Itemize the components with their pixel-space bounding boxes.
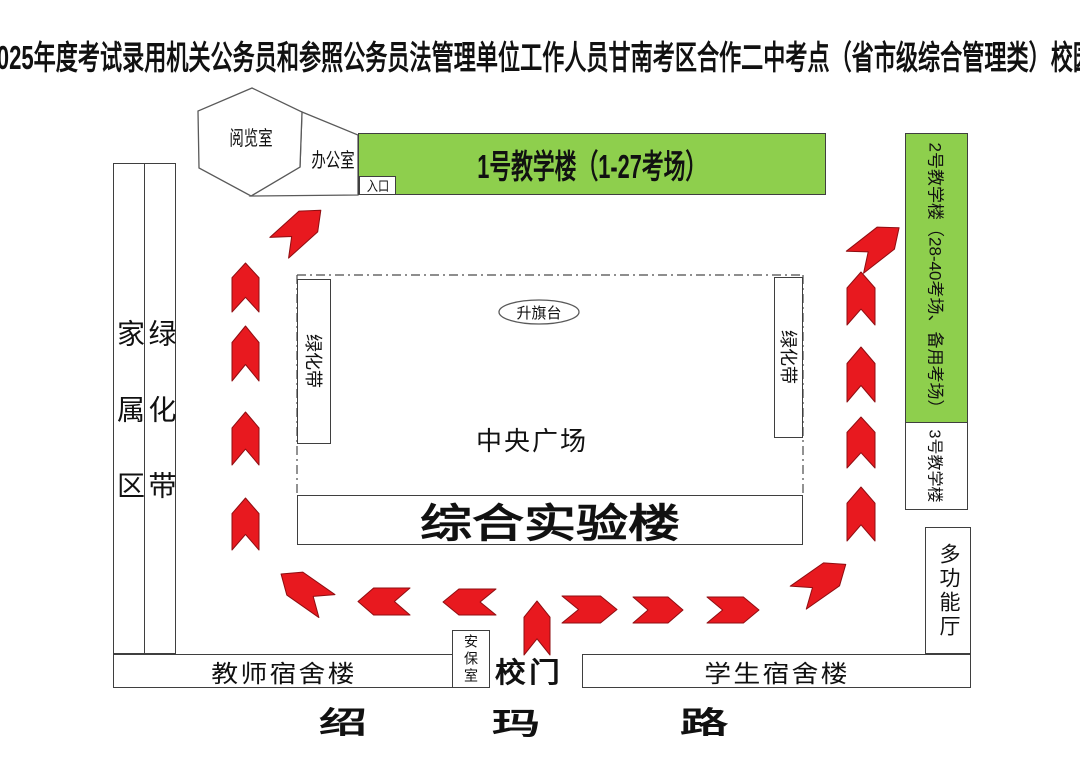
security-room-box [452,630,490,688]
route-arrow-left-up-3 [231,411,260,466]
flag-platform-label: 升旗台 [516,305,562,322]
building2-label: 2号教学楼（28-40考场、备用考场） [925,142,944,416]
school-gate-label: 校门 [494,657,564,688]
security-room-label: 安保室 [463,633,479,685]
multi-hall-box [925,527,971,654]
route-arrow-left-up-1 [231,262,260,313]
green-belt-strip-box [145,163,176,654]
route-arrow-corner-bottom-right [789,562,847,610]
plaza-green-belt-left-label: 绿化带 [302,334,323,388]
route-arrow-right-up-1 [846,486,876,542]
reading-room-label: 阅览室 [229,127,273,150]
route-arrow-to-entrance [269,209,322,259]
road-label-char-3: 路 [680,707,728,740]
route-arrow-right-up-2 [846,416,876,469]
entrance-box [359,176,396,195]
teacher-dorm-label: 教师宿舍楼 [210,660,357,688]
teacher-dorm-box [113,654,454,688]
lab-building-box [297,495,803,545]
route-arrow-bottom-right-1 [561,595,618,624]
student-dorm-box [582,654,971,688]
route-arrow-bottom-right-3 [706,596,760,624]
building3-label: 3号教学楼 [925,429,943,503]
plaza-green-belt-right-box [774,277,803,438]
route-arrow-left-up-4 [231,497,260,551]
lab-building-label: 综合实验楼 [420,502,680,546]
building2-box [905,133,968,423]
road-label-char-2: 玛 [492,708,540,741]
green-belt-strip-label: 绿化带 [145,318,177,547]
plaza-green-belt-right-label: 绿化带 [777,330,798,384]
student-dorm-label: 学生宿舍楼 [703,660,850,688]
map-title: 甘肃省2025年度考试录用机关公务员和参照公务员法管理单位工作人员甘南考区合作二… [0,39,1080,76]
route-arrow-bottom-right-2 [632,596,684,624]
building3-box [905,423,968,510]
building1-label: 1号教学楼（1-27考场） [477,148,707,185]
road-label-char-1: 绍 [319,707,367,740]
family-area-strip [113,163,145,654]
central-plaza-label: 中央广场 [475,426,588,456]
building1-box [358,133,826,195]
multi-hall-label: 多功能厅 [937,542,960,639]
office-label: 办公室 [311,149,355,172]
route-arrow-bottom-left-2 [442,588,497,616]
plaza-green-belt-left-box [297,279,331,444]
family-area-label: 家属区 [114,318,145,547]
route-arrow-bottom-left-1 [357,587,411,616]
route-arrow-to-building2 [845,226,900,274]
route-arrow-corner-bottom-left [280,571,336,619]
route-arrow-from-gate [523,600,551,656]
entrance-label: 入口 [366,177,389,194]
